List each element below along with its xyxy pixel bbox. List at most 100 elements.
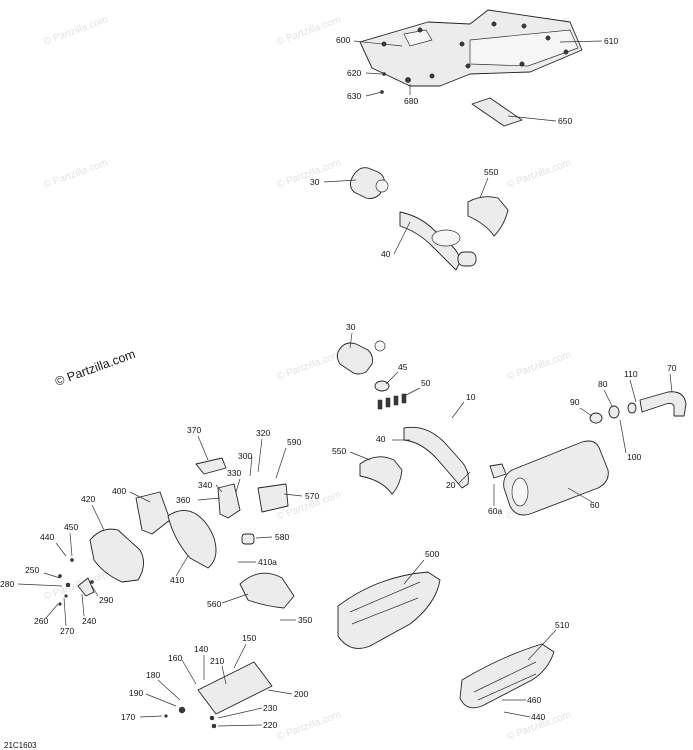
leader-line — [145, 693, 177, 707]
leader-line — [91, 504, 105, 531]
leader-line — [197, 435, 209, 461]
muffler-drawing — [503, 391, 687, 516]
part-callout-630: 630 — [347, 91, 361, 101]
part-callout-60a: 60a — [488, 506, 502, 516]
part-callout-450: 450 — [64, 522, 78, 532]
part-callout-190: 190 — [129, 688, 143, 698]
part-callout-370: 370 — [187, 425, 201, 435]
leader-line — [55, 542, 67, 557]
part-callout-300: 300 — [238, 451, 252, 461]
part-callout-580: 580 — [275, 532, 289, 542]
leader-line — [349, 451, 371, 461]
leader-line — [91, 585, 99, 597]
left-bracket-assembly-drawing — [58, 457, 295, 609]
upper-manifold-drawing — [349, 167, 509, 271]
watermark-text: © Partzilla.com — [42, 14, 109, 47]
leader-line — [353, 40, 403, 47]
part-callout-650: 650 — [558, 116, 572, 126]
leader-line — [451, 401, 465, 419]
leader-line — [175, 555, 189, 577]
part-callout-50: 50 — [421, 378, 431, 388]
part-callout-620: 620 — [347, 68, 361, 78]
leader-line — [235, 478, 241, 493]
leader-line — [157, 679, 181, 701]
part-callout-200: 200 — [294, 689, 308, 699]
part-callout-140: 140 — [194, 644, 208, 654]
watermark-text: © Partzilla.com — [42, 157, 109, 190]
leader-line — [81, 593, 85, 617]
leader-line — [43, 572, 61, 579]
leader-line — [457, 471, 471, 485]
part-callout-570: 570 — [305, 491, 319, 501]
leader-line — [275, 447, 287, 479]
part-callout-460: 460 — [527, 695, 541, 705]
leader-line — [403, 559, 425, 585]
part-callout-410a: 410a — [258, 557, 277, 567]
skid-plate-drawing — [359, 9, 583, 127]
part-callout-550: 550 — [484, 167, 498, 177]
leader-line — [215, 484, 223, 493]
part-callout-350: 350 — [298, 615, 312, 625]
leader-line — [233, 643, 247, 669]
watermark-layer: © Partzilla.com © Partzilla.com © Partzill… — [42, 14, 572, 742]
leader-line — [629, 379, 637, 403]
part-callout-330: 330 — [227, 468, 241, 478]
part-callout-610: 610 — [604, 36, 618, 46]
part-callout-420: 420 — [81, 494, 95, 504]
leader-line — [527, 629, 557, 661]
leader-line — [323, 179, 357, 183]
leader-line — [403, 387, 421, 397]
leader-line — [257, 438, 263, 473]
leader-line — [197, 497, 221, 501]
part-callout-230: 230 — [263, 703, 277, 713]
leader-line — [579, 407, 593, 417]
leader-line — [619, 419, 627, 454]
part-callout-360: 360 — [176, 495, 190, 505]
leader-line — [255, 536, 273, 539]
leader-line — [139, 715, 163, 718]
reference-code: 21C1603 — [4, 741, 37, 750]
heat-shield-drawing — [337, 571, 555, 709]
part-callout-340: 340 — [198, 480, 212, 490]
part-callout-680: 680 — [404, 96, 418, 106]
part-callout-170: 170 — [121, 712, 135, 722]
part-callout-150: 150 — [242, 633, 256, 643]
leader-line — [365, 91, 383, 97]
part-callout-80: 80 — [598, 379, 608, 389]
part-callout-440: 440 — [531, 712, 545, 722]
part-callout-40: 40 — [381, 249, 391, 259]
leader-line — [567, 487, 593, 503]
part-callout-560: 560 — [207, 599, 221, 609]
part-callout-40: 40 — [376, 434, 386, 444]
leader-line — [603, 389, 613, 407]
watermark-text: © Partzilla.com — [275, 349, 342, 382]
leader-line — [69, 532, 73, 557]
part-callout-90: 90 — [570, 397, 580, 407]
lower-manifold-drawing — [336, 340, 507, 495]
part-callout-600: 600 — [336, 35, 350, 45]
part-callout-30: 30 — [346, 322, 356, 332]
leader-line — [349, 332, 353, 349]
leader-line — [559, 40, 603, 43]
leader-line — [249, 456, 253, 477]
leader-line — [63, 597, 67, 627]
part-callout-280: 280 — [0, 579, 14, 589]
watermark-text: © Partzilla.com — [275, 14, 342, 47]
part-callout-30: 30 — [310, 177, 320, 187]
watermark-text: © Partzilla.com — [505, 349, 572, 382]
bottom-bracket-drawing — [164, 661, 273, 729]
leader-line — [129, 491, 151, 503]
leader-line — [393, 221, 411, 255]
watermark-text: © Partzilla.com — [275, 709, 342, 742]
part-callout-550: 550 — [332, 446, 346, 456]
part-callout-260: 260 — [34, 616, 48, 626]
leader-line — [17, 583, 63, 587]
part-callout-400: 400 — [112, 486, 126, 496]
part-callout-220: 220 — [263, 720, 277, 730]
part-callout-100: 100 — [627, 452, 641, 462]
part-callout-410: 410 — [170, 575, 184, 585]
watermark-text: © Partzilla.com — [275, 157, 342, 190]
